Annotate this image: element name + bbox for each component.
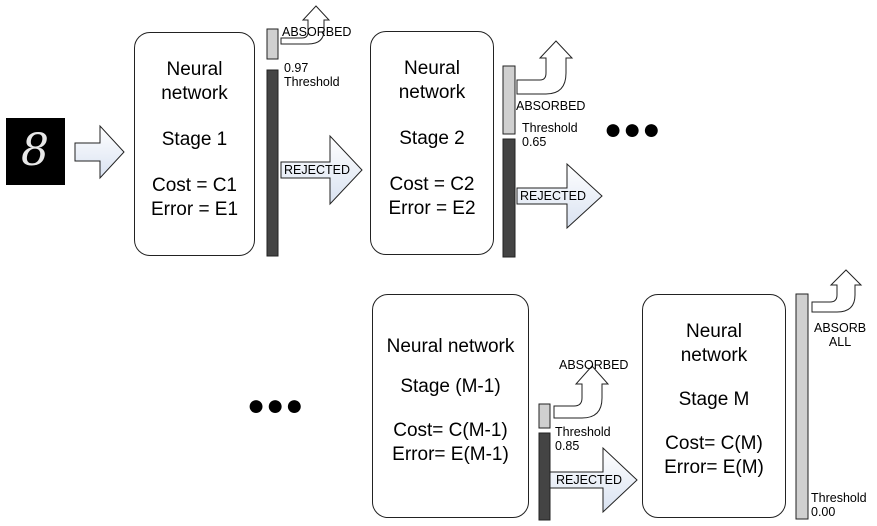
stage-m-box: Neural network Stage M Cost= C(M) Error=… — [642, 294, 786, 518]
stage-m-title-line1: Neural — [686, 321, 742, 342]
stage-m-absorb-all-label: ABSORB ALL — [814, 321, 867, 349]
stage1-absorbed-arrow — [280, 5, 331, 45]
stage1-threshold-label: Threshold — [284, 75, 340, 89]
stage-m1-absorb-bar — [538, 403, 551, 429]
stage2-reject-bar — [502, 138, 516, 258]
input-digit-glyph: 8 — [21, 125, 49, 176]
stage1-box: Neural network Stage 1 Cost = C1 Error =… — [134, 32, 255, 256]
stage-m1-title: Neural network — [386, 336, 515, 357]
stage1-label: Stage 1 — [161, 129, 228, 150]
stage-m-absorbed-arrow — [811, 269, 863, 313]
stage2-box: Neural network Stage 2 Cost = C2 Error =… — [370, 31, 494, 255]
stage2-threshold-label: Threshold — [522, 121, 578, 135]
ellipsis-top: ●●● — [604, 113, 662, 146]
stage2-title-line1: Neural — [404, 58, 460, 79]
stage1-title-line1: Neural — [166, 59, 223, 80]
stage-m-error: Error= E(M) — [664, 457, 764, 478]
stage1-threshold-value: 0.97 — [284, 61, 309, 75]
stage-m-title-line2: network — [680, 345, 748, 366]
stage-m-threshold-value: 0.00 — [811, 505, 836, 519]
input-arrow — [74, 124, 125, 180]
stage-m-label: Stage M — [678, 389, 750, 410]
stage1-absorbed-label: ABSORBED — [282, 25, 352, 39]
stage2-cost: Cost = C2 — [389, 174, 475, 195]
stage2-threshold-value: 0.65 — [522, 135, 547, 149]
stage1-error: Error = E1 — [150, 199, 239, 220]
stage2-absorb-bar — [502, 65, 516, 135]
stage2-rejected-arrow — [516, 162, 603, 230]
stage-m1-absorbed-label: ABSORBED — [559, 358, 629, 372]
stage-m1-reject-bar — [538, 432, 551, 521]
stage1-rejected-arrow — [280, 134, 363, 206]
stage-m1-box: Neural network Stage (M-1) Cost= C(M-1) … — [372, 294, 529, 518]
stage1-reject-bar — [266, 69, 279, 257]
stage2-label: Stage 2 — [399, 128, 465, 149]
stage-m1-rejected-label: REJECTED — [556, 473, 622, 487]
stage-m1-absorbed-arrow — [553, 365, 610, 419]
stage1-cost: Cost = C1 — [151, 175, 237, 196]
stage1-title-line2: network — [161, 83, 228, 104]
stage2-absorbed-arrow — [516, 40, 574, 95]
stage-m1-cost: Cost= C(M-1) — [393, 420, 508, 441]
stage-m-cost: Cost= C(M) — [665, 433, 763, 454]
stage2-error: Error = E2 — [388, 198, 476, 219]
stage-m1-label: Stage (M-1) — [400, 376, 501, 397]
stage-m1-threshold-label: Threshold — [555, 425, 611, 439]
stage-m1-error: Error= E(M-1) — [392, 444, 509, 465]
stage1-absorb-bar — [266, 28, 279, 60]
stage-m-absorb-bar — [795, 293, 809, 520]
ellipsis-bottom: ●●● — [247, 389, 305, 422]
stage1-rejected-label: REJECTED — [284, 163, 350, 177]
stage-m1-threshold-value: 0.85 — [555, 439, 580, 453]
input-digit-image — [6, 118, 65, 185]
stage-m1-rejected-arrow — [549, 446, 638, 514]
stage-m-threshold-label: Threshold — [811, 491, 867, 505]
stage2-title-line2: network — [398, 82, 466, 103]
stage2-rejected-label: REJECTED — [520, 189, 586, 203]
stage2-absorbed-label: ABSORBED — [516, 99, 586, 113]
